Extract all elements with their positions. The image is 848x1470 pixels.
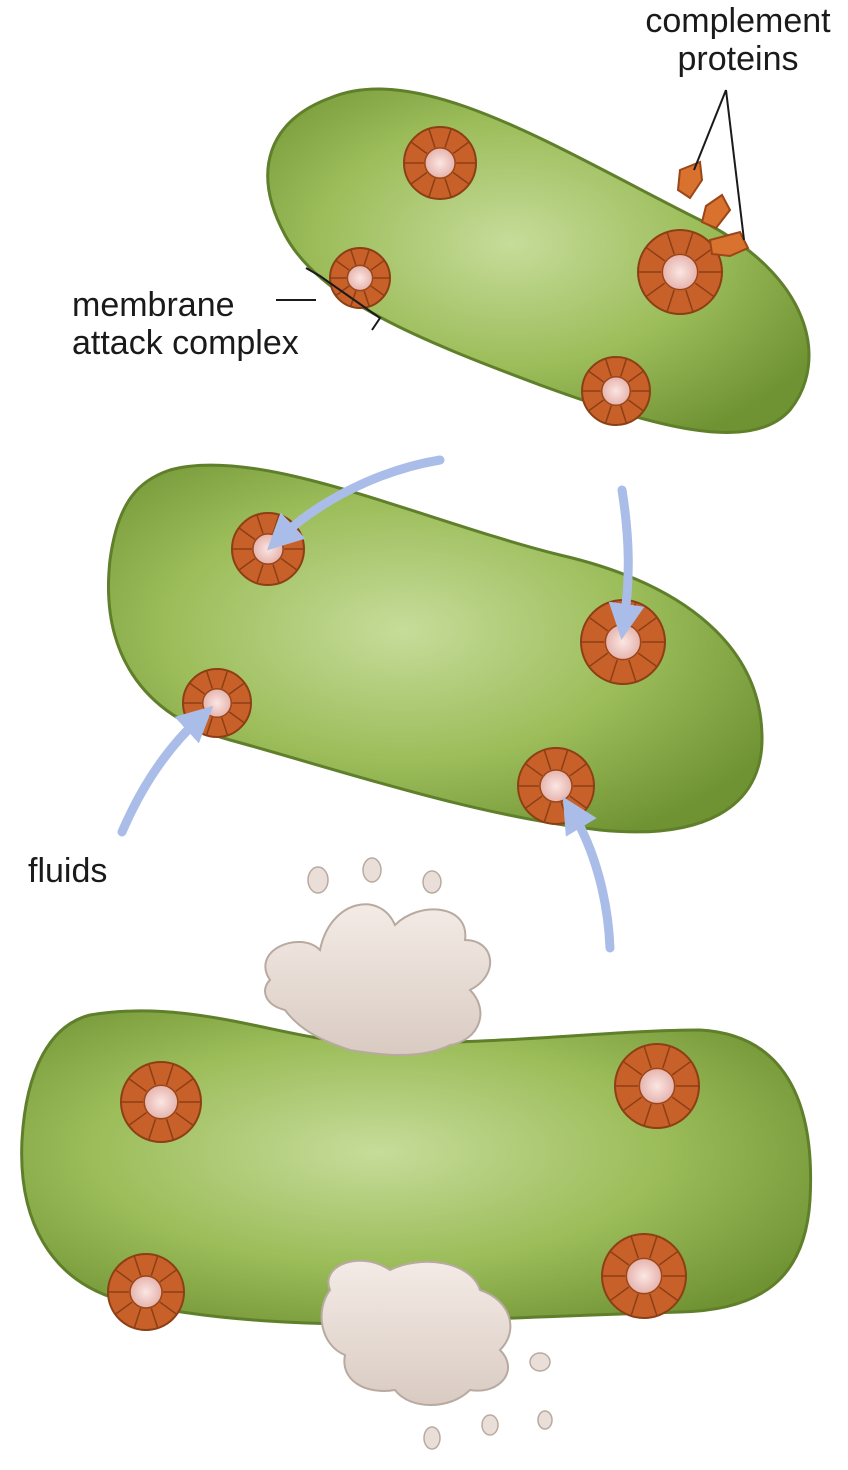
membrane-attack-complex-pore: [581, 356, 651, 426]
membrane-attack-complex-pore: [614, 1043, 700, 1129]
membrane-attack-complex-pore: [120, 1061, 202, 1143]
fluid-burst-top: [264, 857, 491, 1056]
fluids-label: fluids: [28, 852, 108, 890]
bacterium-top: [266, 87, 811, 434]
complement-proteins-label: complement proteins: [628, 2, 848, 78]
membrane-attack-complex-pore: [107, 1253, 185, 1331]
complement-label-line2: proteins: [677, 40, 799, 78]
mac-label-line1: membrane: [72, 286, 235, 324]
membrane-attack-complex-pore: [403, 126, 477, 200]
membrane-attack-complex-label: membrane attack complex: [72, 286, 299, 362]
membrane-attack-complex-pore: [637, 229, 723, 315]
membrane-attack-complex-pore: [517, 747, 595, 825]
complement-label-line1: complement: [645, 2, 831, 40]
leader-lines: [276, 89, 745, 331]
membrane-attack-complex-pore: [601, 1233, 687, 1319]
fluid-burst-bottom: [320, 1259, 553, 1450]
membrane-attack-complex-pore: [329, 247, 391, 309]
mac-label-line2: attack complex: [72, 324, 299, 362]
fluid-arrows: [117, 455, 645, 953]
